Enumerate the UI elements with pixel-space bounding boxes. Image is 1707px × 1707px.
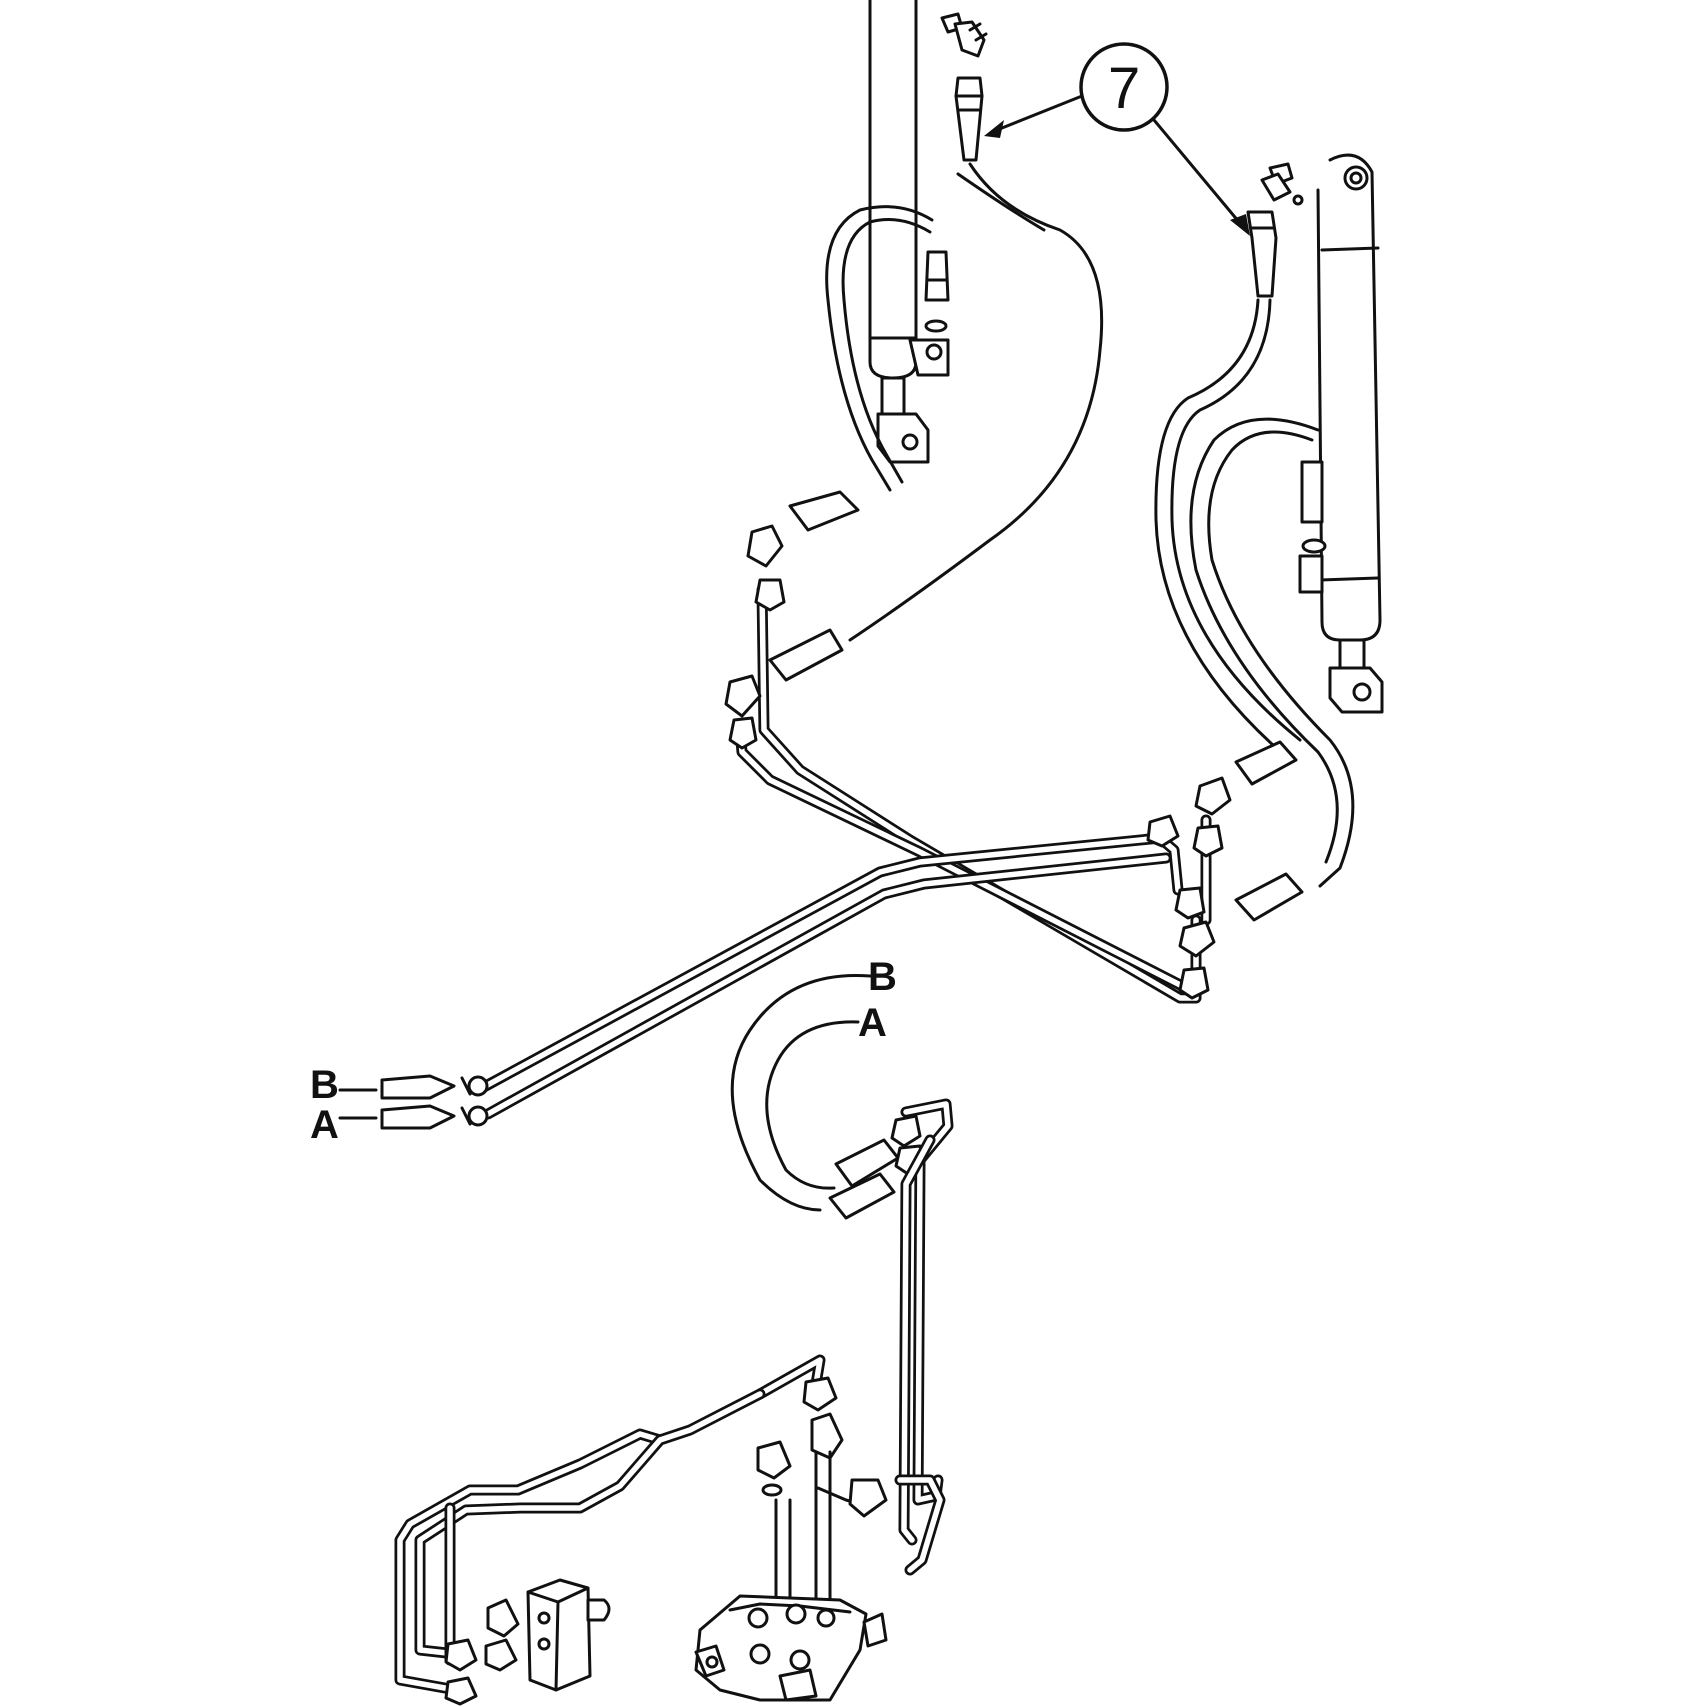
- right-cylinder-hoses: [1154, 210, 1355, 888]
- manifold-block: [444, 1578, 611, 1706]
- hose-couplers: [768, 490, 1304, 922]
- center-hoses: [730, 973, 926, 1220]
- left-cylinder-hoses: [825, 76, 1104, 642]
- left-port-fittings: [338, 1074, 489, 1130]
- crossing-tubes: [476, 584, 1212, 1120]
- right-cylinder: [1260, 153, 1384, 714]
- tube-fittings: [724, 524, 1232, 1000]
- lower-tubes: [394, 1098, 954, 1696]
- callout-7: [984, 42, 1250, 236]
- control-valve: [694, 1376, 888, 1702]
- left-cylinder: [868, 0, 988, 464]
